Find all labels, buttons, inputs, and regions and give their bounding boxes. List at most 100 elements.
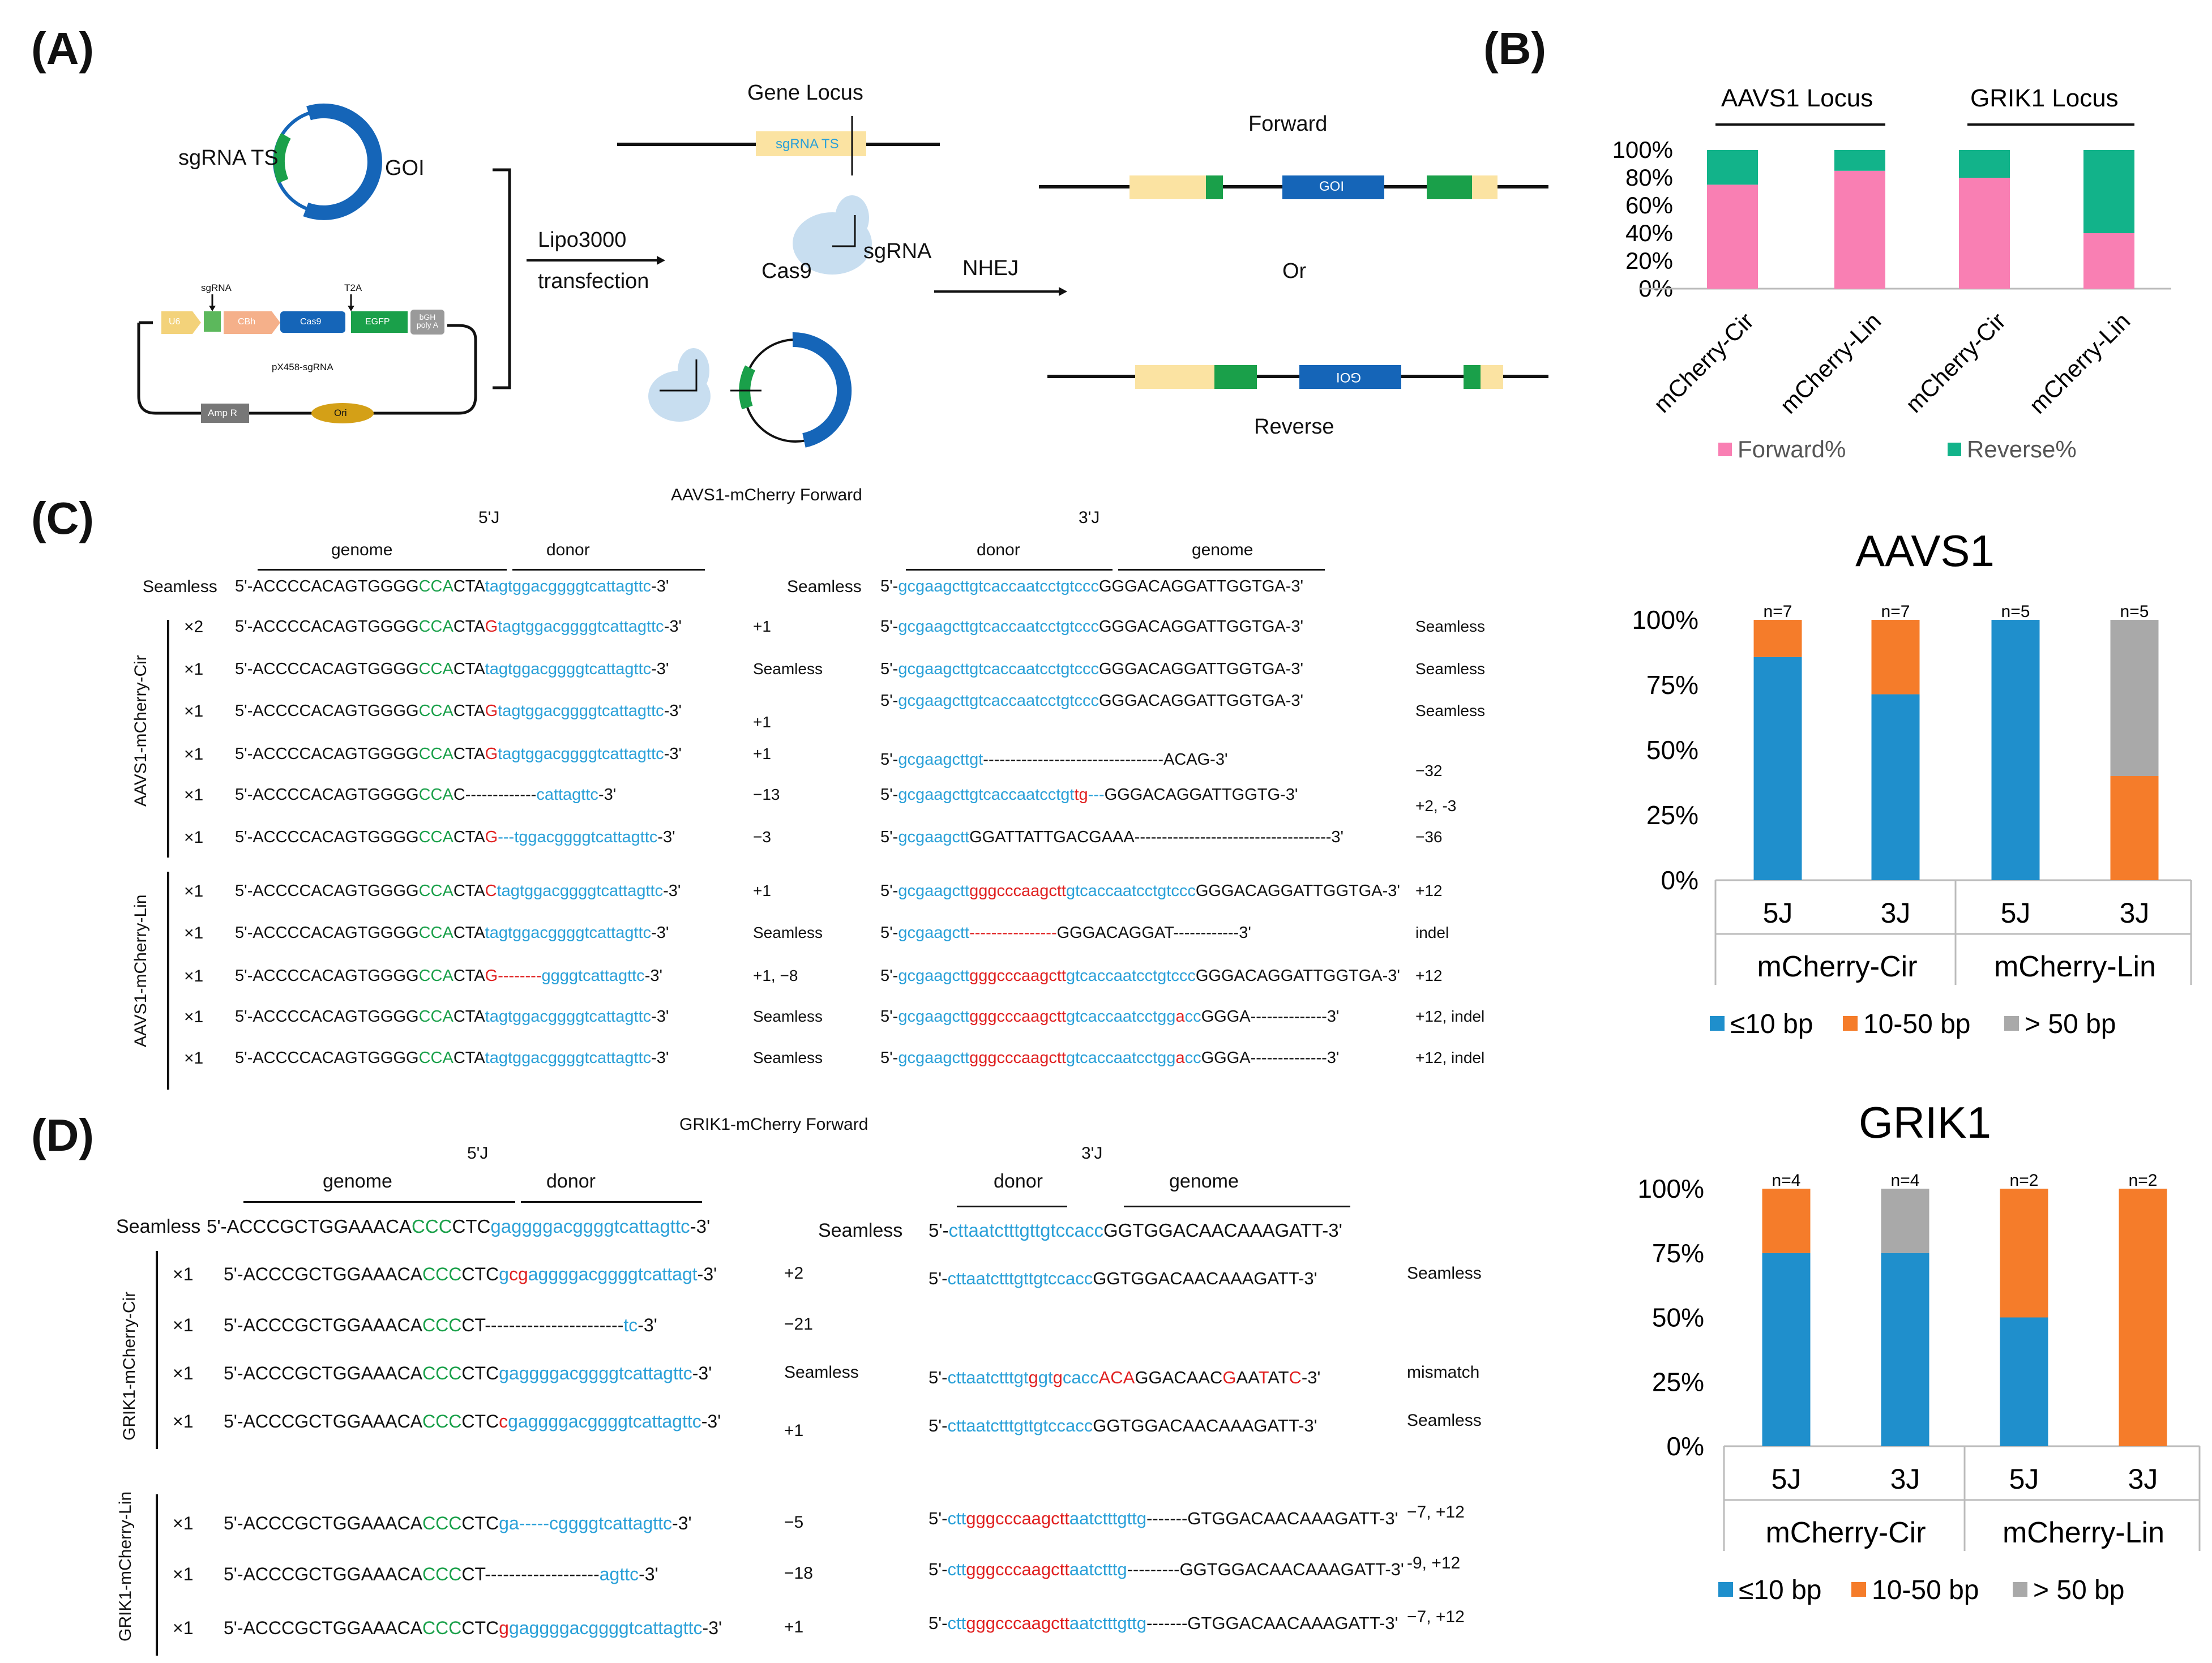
grik1-legend-label: 10-50 bp xyxy=(1872,1575,1979,1605)
c-row-count: ×1 xyxy=(184,702,204,721)
c-row-right-seq: 5'-gcgaagcttgtcaccaatcctgtcccGGGACAGGATT… xyxy=(880,692,1304,710)
grik1-legend-swatch xyxy=(1718,1582,1733,1597)
b-bar-segment xyxy=(1707,150,1758,185)
d-ref-label: Seamless xyxy=(116,1216,201,1237)
grik1-ytick-label: 25% xyxy=(1652,1367,1704,1396)
c-row-left-note: −3 xyxy=(753,828,771,846)
d-row-right-seq: 5'-cttaatctttgttgtccaccGGTGGACAACAAAGATT… xyxy=(929,1416,1317,1435)
d-bracket-donor-left xyxy=(521,1201,702,1203)
c-row-left-seq: 5'-ACCCCACAGTGGGGCCACTAGtagtggacggggtcat… xyxy=(235,745,682,763)
px-bgh-label: bGH poly A xyxy=(416,312,439,329)
d-row-left-note: −5 xyxy=(784,1513,804,1532)
grik1-n-label: n=2 xyxy=(2010,1171,2039,1190)
c-row-left-note: Seamless xyxy=(753,1049,823,1066)
d-row-count: ×1 xyxy=(173,1411,194,1431)
b-ytick-label: 60% xyxy=(1625,192,1673,218)
c-ref-label: Seamless xyxy=(143,577,217,596)
b-bar-segment xyxy=(1959,178,2010,289)
c-row-left-note: −13 xyxy=(753,786,780,803)
grik1-group-label: mCherry-Cir xyxy=(1765,1516,1926,1549)
c-row-right-note: +12 xyxy=(1415,882,1443,899)
c-row-left-note: Seamless xyxy=(753,1008,823,1025)
d-5j-label: 5'J xyxy=(467,1144,489,1163)
d-group2-bar xyxy=(156,1494,158,1656)
d-row-left-note: +1 xyxy=(784,1618,804,1636)
nhej-label: NHEJ xyxy=(962,256,1019,280)
c-row-right-note: +12 xyxy=(1415,967,1443,984)
grik1-n-label: n=4 xyxy=(1891,1171,1920,1190)
px-sgrna-label: sgRNA xyxy=(201,282,232,293)
aavs1-legend-swatch xyxy=(1843,1016,1858,1031)
aavs1-x-tick-label: 3J xyxy=(2120,897,2150,929)
grik1-chart-title: GRIK1 xyxy=(1859,1098,1991,1147)
d-ref-right: 5'-cttaatctttgttgtccaccGGTGGACAACAAAGATT… xyxy=(929,1220,1342,1241)
aavs1-n-label: n=5 xyxy=(2120,602,2149,621)
b-ytick-label: 20% xyxy=(1625,247,1673,274)
c-bracket-donor-right xyxy=(906,569,1113,571)
c-row-right-note: +12, indel xyxy=(1415,1049,1485,1066)
d-bracket-genome-right xyxy=(1124,1206,1350,1207)
d-row-right-seq: 5'-cttgggcccaagcttaatctttgttg-------GTGG… xyxy=(929,1613,1398,1633)
grik1-bar-segment xyxy=(2000,1317,2048,1446)
d-genome-left: genome xyxy=(323,1171,392,1192)
c-row-count: ×1 xyxy=(184,828,204,847)
reverse-label: Reverse xyxy=(1254,415,1334,439)
b-bar-segment xyxy=(1834,150,1885,171)
c-row-count: ×1 xyxy=(184,882,204,901)
b-group-label: AAVS1 Locus xyxy=(1721,84,1873,112)
c-row-right-note: +12, indel xyxy=(1415,1008,1485,1025)
grik1-ytick-label: 50% xyxy=(1652,1303,1704,1332)
panel-label-c: (C) xyxy=(31,493,95,543)
c-row-count: ×1 xyxy=(184,967,204,985)
c-3j-label: 3'J xyxy=(1079,508,1100,527)
c-row-right-seq: 5'-gcgaagcttgtcaccaatcctgtcccGGGACAGGATT… xyxy=(880,618,1304,636)
c-row-left-seq: 5'-ACCCCACAGTGGGGCCACTACtagtggacggggtcat… xyxy=(235,882,681,900)
d-3j-label: 3'J xyxy=(1081,1144,1103,1163)
grik1-ytick-label: 100% xyxy=(1637,1174,1704,1203)
aavs1-n-label: n=7 xyxy=(1764,602,1792,621)
c-row-right-seq: 5'-gcgaagcttgggcccaagcttgtcaccaatcctgtcc… xyxy=(880,882,1400,900)
c-group2-bar xyxy=(167,872,169,1090)
b-legend-label: Reverse% xyxy=(1967,436,2077,462)
c-row-left-note: +1 xyxy=(753,713,771,731)
d-row-left-note: +2 xyxy=(784,1264,804,1283)
b-legend-label: Forward% xyxy=(1738,436,1846,462)
grik1-bar-segment xyxy=(1762,1189,1811,1253)
c-row-left-seq: 5'-ACCCCACAGTGGGGCCACTAtagtggacggggtcatt… xyxy=(235,660,669,678)
c-row-right-seq: 5'-gcgaagcttgggcccaagcttgtcaccaatcctggac… xyxy=(880,1049,1340,1067)
d-row-right-seq: 5'-cttaatctttgtggtgcaccACAGGACAACGAATATC… xyxy=(929,1368,1321,1387)
lipo-label: Lipo3000 xyxy=(538,228,627,252)
c-donor-right: donor xyxy=(977,541,1020,559)
d-row-count: ×1 xyxy=(173,1618,194,1638)
grik1-n-label: n=4 xyxy=(1772,1171,1801,1190)
grik1-bar-segment xyxy=(1881,1253,1929,1446)
d-ref-left: 5'-ACCCGCTGGAAACACCCCTCgaggggacggggtcatt… xyxy=(207,1216,711,1237)
b-x-tick-label: mCherry-Lin xyxy=(2024,307,2136,419)
grik1-legend-label: > 50 bp xyxy=(2033,1575,2124,1605)
c-ref-left: 5'-ACCCCACAGTGGGGCCACTAtagtggacggggtcatt… xyxy=(235,577,669,595)
d-row-right-note: Seamless xyxy=(1407,1264,1482,1283)
c-row-left-seq: 5'-ACCCCACAGTGGGGCCACTAGtagtggacggggtcat… xyxy=(235,702,682,720)
d-title: GRIK1-mCherry Forward xyxy=(679,1115,868,1134)
b-x-tick-label: mCherry-Cir xyxy=(1648,307,1759,418)
d-row-count: ×1 xyxy=(173,1363,194,1383)
aavs1-n-label: n=7 xyxy=(1881,602,1910,621)
c-group2-label: AAVS1-mCherry-Lin xyxy=(131,894,150,1047)
c-row-right-note: −32 xyxy=(1415,762,1443,779)
c-row-left-note: +1 xyxy=(753,882,771,899)
c-row-left-note: +1, −8 xyxy=(753,967,798,984)
c-row-left-note: Seamless xyxy=(753,924,823,941)
aavs1-legend-swatch xyxy=(1710,1016,1725,1031)
aavs1-bar-segment xyxy=(1871,694,1920,880)
aavs1-x-tick-label: 3J xyxy=(1881,897,1911,929)
d-row-left-note: +1 xyxy=(784,1421,804,1440)
d-row-right-seq: 5'-cttgggcccaagcttaatctttg---------GGTGG… xyxy=(929,1559,1404,1579)
d-row-left-note: −18 xyxy=(784,1564,813,1583)
panel-label-d: (D) xyxy=(31,1110,95,1160)
aavs1-bar-segment xyxy=(2110,776,2159,880)
forward-label: Forward xyxy=(1248,112,1328,136)
grik1-bar-segment xyxy=(1881,1189,1929,1253)
px-u6-label: U6 xyxy=(169,317,181,327)
b-ytick-label: 40% xyxy=(1625,220,1673,246)
